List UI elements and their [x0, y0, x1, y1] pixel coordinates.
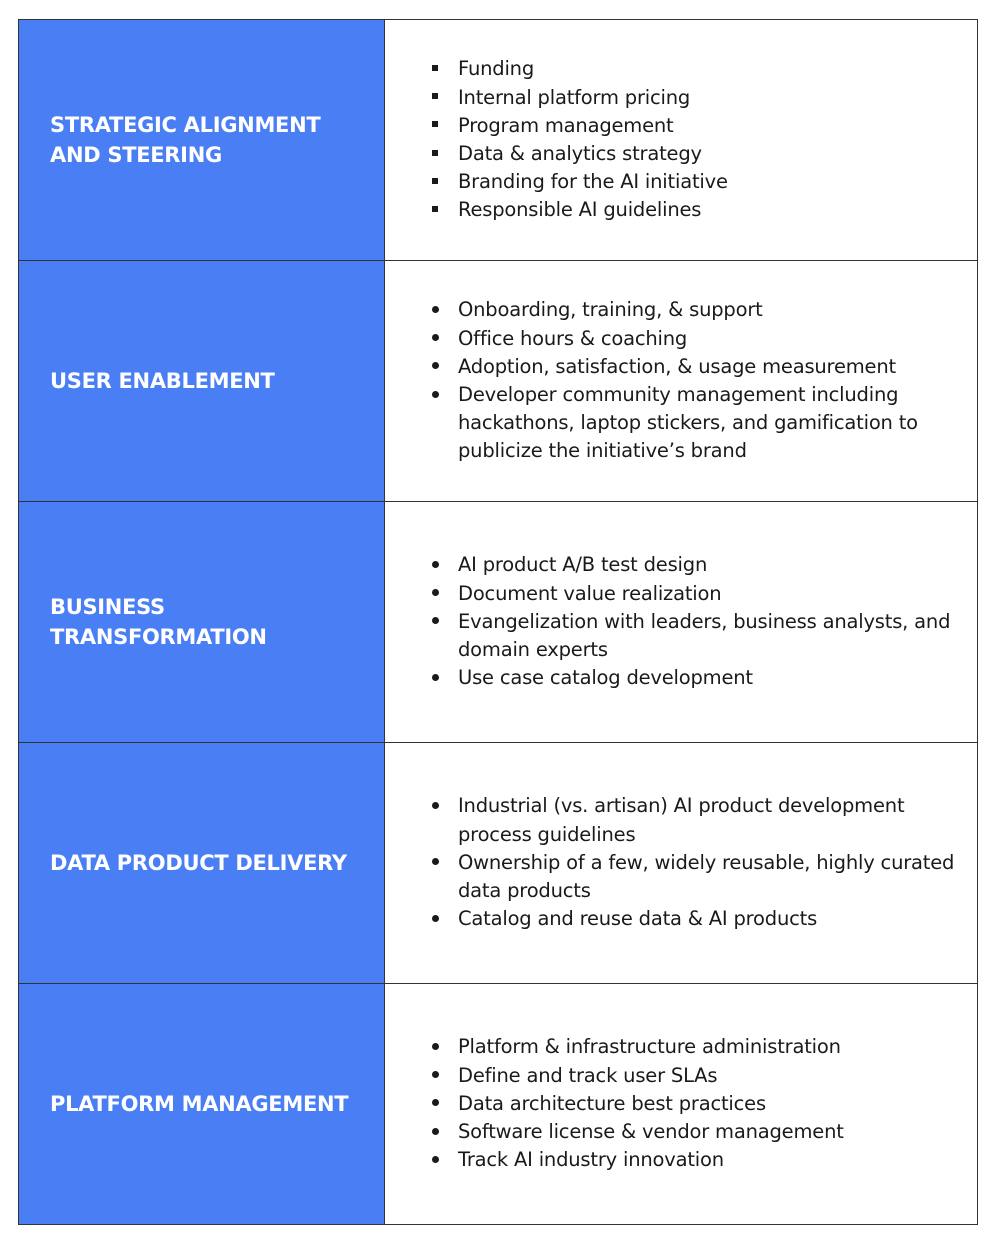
items-cell: Industrial (vs. artisan) AI product deve…: [385, 743, 977, 983]
bullet-icon: [425, 580, 445, 608]
list-item: Data & analytics strategy: [425, 140, 728, 168]
list-item-text: Developer community management including…: [458, 383, 918, 463]
list-item: Developer community management including…: [425, 381, 957, 466]
list-item: AI product A/B test design: [425, 551, 957, 579]
bullet-icon: [425, 1090, 445, 1118]
category-cell: PLATFORM MANAGEMENT: [19, 984, 385, 1224]
table-row: USER ENABLEMENT Onboarding, training, & …: [19, 261, 977, 502]
items-cell: AI product A/B test design Document valu…: [385, 502, 977, 742]
category-cell: STRATEGIC ALIGNMENT AND STEERING: [19, 20, 385, 260]
bullet-icon: [425, 1118, 445, 1146]
list-item: Industrial (vs. artisan) AI product deve…: [425, 792, 957, 848]
list-item: Track AI industry innovation: [425, 1146, 844, 1174]
list-item: Onboarding, training, & support: [425, 296, 957, 324]
list-item-text: Internal platform pricing: [458, 85, 691, 109]
bullet-icon: [425, 1033, 445, 1061]
list-item: Platform & infrastructure administration: [425, 1033, 844, 1061]
list-item: Data architecture best practices: [425, 1090, 844, 1118]
list-item-text: Ownership of a few, widely reusable, hig…: [458, 850, 955, 903]
list-item-text: Platform & infrastructure administration: [458, 1035, 841, 1059]
list-item: Funding: [425, 55, 728, 83]
category-title: BUSINESS TRANSFORMATION: [50, 595, 267, 649]
table-row: BUSINESS TRANSFORMATION AI product A/B t…: [19, 502, 977, 743]
bullet-icon: [425, 296, 445, 324]
bullet-icon: [425, 381, 445, 409]
bullet-icon: [425, 792, 445, 820]
list-item-text: Evangelization with leaders, business an…: [458, 609, 951, 662]
list-item: Internal platform pricing: [425, 84, 728, 112]
list-item-text: Industrial (vs. artisan) AI product deve…: [458, 794, 905, 846]
category-title: PLATFORM MANAGEMENT: [50, 1092, 349, 1116]
square-bullet-icon: [425, 84, 445, 112]
list-item: Define and track user SLAs: [425, 1062, 844, 1090]
list-item-text: Branding for the AI initiative: [458, 170, 728, 194]
category-cell: BUSINESS TRANSFORMATION: [19, 502, 385, 742]
list-item: Catalog and reuse data & AI products: [425, 905, 957, 933]
bullet-list: Platform & infrastructure administration…: [425, 1033, 844, 1174]
list-item-text: Document value realization: [458, 581, 722, 605]
responsibilities-table: STRATEGIC ALIGNMENT AND STEERING Funding…: [18, 19, 978, 1225]
list-item: Use case catalog development: [425, 664, 957, 692]
list-item-text: Office hours & coaching: [458, 326, 688, 350]
category-title: STRATEGIC ALIGNMENT AND STEERING: [50, 113, 321, 167]
list-item-text: Data architecture best practices: [458, 1091, 766, 1115]
list-item: Responsible AI guidelines: [425, 196, 728, 224]
square-bullet-icon: [425, 196, 445, 224]
bullet-icon: [425, 905, 445, 933]
square-bullet-icon: [425, 140, 445, 168]
list-item-text: Software license & vendor management: [458, 1120, 844, 1144]
bullet-icon: [425, 849, 445, 877]
bullet-list: AI product A/B test design Document valu…: [425, 551, 957, 692]
bullet-icon: [425, 1146, 445, 1174]
table-row: STRATEGIC ALIGNMENT AND STEERING Funding…: [19, 20, 977, 261]
bullet-icon: [425, 1062, 445, 1090]
list-item: Program management: [425, 112, 728, 140]
list-item: Evangelization with leaders, business an…: [425, 608, 957, 664]
square-bullet-icon: [425, 55, 445, 83]
list-item: Office hours & coaching: [425, 325, 957, 353]
list-item: Branding for the AI initiative: [425, 168, 728, 196]
category-title: USER ENABLEMENT: [50, 369, 275, 393]
bullet-list: Onboarding, training, & support Office h…: [425, 296, 957, 465]
items-cell: Funding Internal platform pricing Progra…: [385, 20, 977, 260]
category-cell: USER ENABLEMENT: [19, 261, 385, 501]
category-title: DATA PRODUCT DELIVERY: [50, 851, 347, 875]
list-item-text: Funding: [458, 57, 535, 81]
category-cell: DATA PRODUCT DELIVERY: [19, 743, 385, 983]
bullet-icon: [425, 551, 445, 579]
items-cell: Onboarding, training, & support Office h…: [385, 261, 977, 501]
bullet-icon: [425, 608, 445, 636]
list-item-text: Onboarding, training, & support: [458, 298, 763, 322]
list-item-text: Adoption, satisfaction, & usage measurem…: [458, 354, 896, 378]
items-cell: Platform & infrastructure administration…: [385, 984, 977, 1224]
list-item: Document value realization: [425, 580, 957, 608]
table-row: DATA PRODUCT DELIVERY Industrial (vs. ar…: [19, 743, 977, 984]
list-item-text: Define and track user SLAs: [458, 1063, 718, 1087]
list-item-text: Data & analytics strategy: [458, 142, 702, 165]
square-bullet-icon: [425, 112, 445, 140]
list-item: Software license & vendor management: [425, 1118, 844, 1146]
bullet-list: Industrial (vs. artisan) AI product deve…: [425, 792, 957, 933]
list-item: Adoption, satisfaction, & usage measurem…: [425, 353, 957, 381]
bullet-icon: [425, 325, 445, 353]
square-bullet-icon: [425, 168, 445, 196]
list-item-text: Use case catalog development: [458, 666, 753, 690]
list-item: Ownership of a few, widely reusable, hig…: [425, 849, 957, 905]
list-item-text: Catalog and reuse data & AI products: [458, 907, 818, 931]
bullet-list: Funding Internal platform pricing Progra…: [425, 55, 728, 224]
list-item-text: AI product A/B test design: [458, 553, 708, 577]
bullet-icon: [425, 353, 445, 381]
list-item-text: Track AI industry innovation: [458, 1148, 724, 1172]
list-item-text: Program management: [458, 113, 674, 137]
list-item-text: Responsible AI guidelines: [458, 198, 702, 222]
bullet-icon: [425, 664, 445, 692]
table-row: PLATFORM MANAGEMENT Platform & infrastru…: [19, 984, 977, 1224]
